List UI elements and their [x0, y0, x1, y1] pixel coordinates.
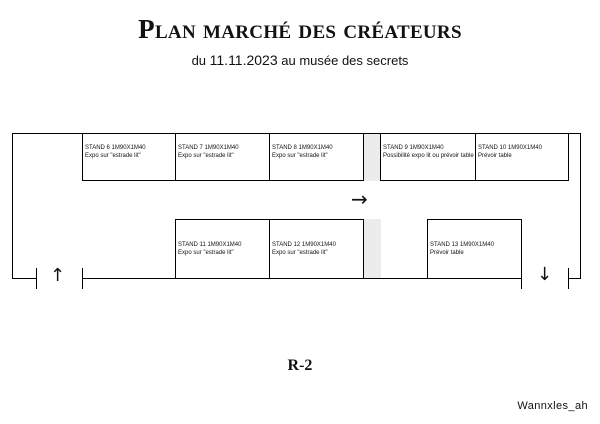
- stand-10-note: Prévoir table: [478, 153, 512, 159]
- stand-9-note: Possibilité expo lit ou prévoir table: [383, 153, 474, 159]
- aisle-top: [363, 133, 381, 181]
- subtitle-prefix: du: [191, 53, 210, 68]
- room-label: R-2: [287, 357, 313, 374]
- subtitle-date: 11.11.2023: [209, 52, 278, 68]
- stand-11: STAND 11 1M90X1M40 Expo sur "estrade lit…: [175, 219, 270, 279]
- stand-8-label: STAND 8 1M90X1M40: [272, 145, 333, 151]
- stand-6-label: STAND 6 1M90X1M40: [85, 145, 146, 151]
- arrow-right-icon: →: [351, 187, 368, 211]
- subtitle-suffix: au musée des secrets: [277, 53, 409, 68]
- stand-10-label: STAND 10 1M90X1M40: [478, 145, 542, 151]
- stand-11-label: STAND 11 1M90X1M40: [178, 242, 242, 248]
- stand-12-label: STAND 12 1M90X1M40: [272, 242, 336, 248]
- stand-11-note: Expo sur "estrade lit": [178, 250, 234, 256]
- stand-7: STAND 7 1M90X1M40 Expo sur "estrade lit": [175, 133, 270, 181]
- stand-13: STAND 13 1M90X1M40 Prévoir table: [427, 219, 522, 279]
- stand-9-label: STAND 9 1M90X1M40: [383, 145, 444, 151]
- stand-13-note: Prévoir table: [430, 250, 464, 256]
- stand-10: STAND 10 1M90X1M40 Prévoir table: [475, 133, 569, 181]
- aisle-bottom: [363, 219, 381, 279]
- stand-8: STAND 8 1M90X1M40 Expo sur "estrade lit": [269, 133, 364, 181]
- stand-6: STAND 6 1M90X1M40 Expo sur "estrade lit": [82, 133, 176, 181]
- stand-12: STAND 12 1M90X1M40 Expo sur "estrade lit…: [269, 219, 364, 279]
- stand-7-note: Expo sur "estrade lit": [178, 153, 234, 159]
- stand-13-label: STAND 13 1M90X1M40: [430, 242, 494, 248]
- arrow-down-icon: ↓: [537, 264, 553, 285]
- plan-title: Plan marché des créateurs: [138, 14, 462, 44]
- stand-12-note: Expo sur "estrade lit": [272, 250, 328, 256]
- plan-subtitle: du 11.11.2023 au musée des secrets: [0, 52, 600, 68]
- stand-6-note: Expo sur "estrade lit": [85, 153, 141, 159]
- credit-text: Wannxles_ah: [517, 400, 588, 412]
- stand-9: STAND 9 1M90X1M40 Possibilité expo lit o…: [380, 133, 476, 181]
- stand-8-note: Expo sur "estrade lit": [272, 153, 328, 159]
- stand-7-label: STAND 7 1M90X1M40: [178, 145, 239, 151]
- arrow-up-icon: ↑: [50, 265, 66, 286]
